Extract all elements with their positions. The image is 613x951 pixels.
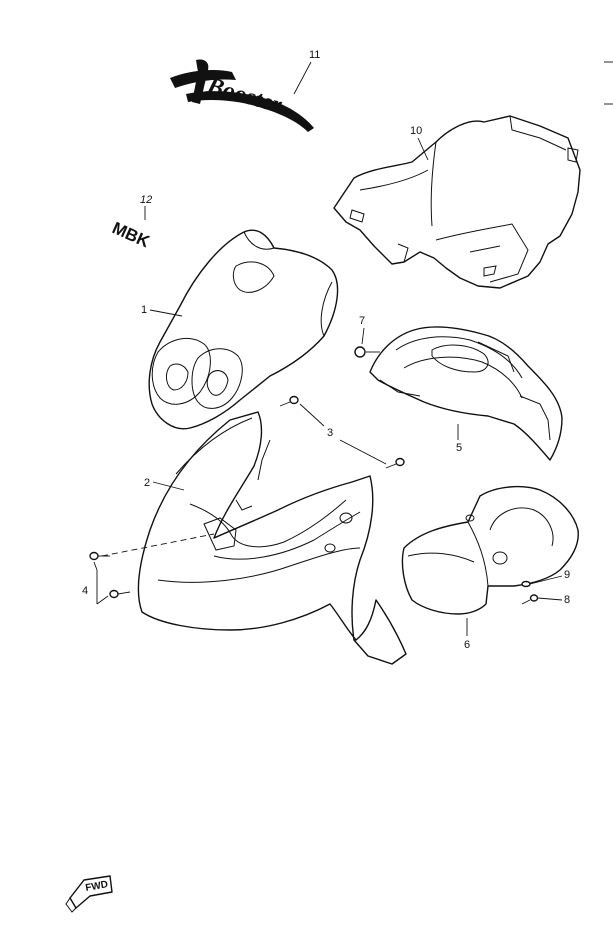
svg-text:12: 12	[140, 194, 152, 206]
callout-10: 10	[410, 125, 429, 161]
part-8-screw	[521, 594, 539, 605]
svg-text:10: 10	[410, 125, 422, 137]
callout-12: 12	[140, 194, 152, 220]
callout-3: 3	[299, 403, 387, 465]
callout-2: 2	[144, 477, 185, 491]
svg-text:3: 3	[327, 427, 333, 439]
callout-4: 4	[82, 561, 109, 605]
svg-text:2: 2	[144, 477, 150, 489]
callout-1: 1	[141, 304, 183, 317]
part-4-screw-upper	[89, 551, 110, 561]
fwd-badge-text: FWD	[85, 879, 109, 894]
svg-text:5: 5	[456, 442, 462, 454]
booster-logo-text: Booster	[203, 72, 285, 118]
mbk-emblem: MBK	[109, 218, 153, 251]
part-10-handlebar-rear-cover	[333, 115, 581, 289]
booster-logo-decal: Booster	[170, 59, 314, 132]
part-5-inner-handlebar-cover	[369, 326, 563, 461]
part-4-screw-lower	[109, 589, 131, 599]
part-9-washer	[521, 580, 531, 588]
part-1-handlebar-front-cover	[148, 229, 339, 430]
callout-8: 8	[537, 594, 570, 606]
callout-9: 9	[529, 569, 570, 585]
svg-text:8: 8	[564, 594, 570, 606]
assembly-dashed-line	[101, 533, 215, 557]
part-3-screw-upper	[279, 395, 299, 407]
callout-5: 5	[456, 424, 462, 454]
callout-11: 11	[293, 49, 320, 95]
svg-text:4: 4	[82, 585, 88, 597]
mbk-emblem-text: MBK	[109, 218, 153, 251]
part-7-screw	[354, 346, 380, 358]
svg-text:11: 11	[309, 49, 320, 61]
callout-7: 7	[359, 315, 365, 345]
svg-text:7: 7	[359, 315, 365, 327]
svg-text:1: 1	[141, 304, 147, 316]
svg-text:6: 6	[464, 639, 470, 651]
callout-6: 6	[464, 618, 470, 651]
part-2-front-shield	[137, 411, 407, 665]
svg-text:9: 9	[564, 569, 570, 581]
part-6-meter-cover	[401, 485, 579, 615]
fwd-direction-badge: FWD	[65, 875, 113, 913]
edge-ticks	[604, 61, 613, 105]
part-3-screw-lower	[385, 457, 405, 469]
